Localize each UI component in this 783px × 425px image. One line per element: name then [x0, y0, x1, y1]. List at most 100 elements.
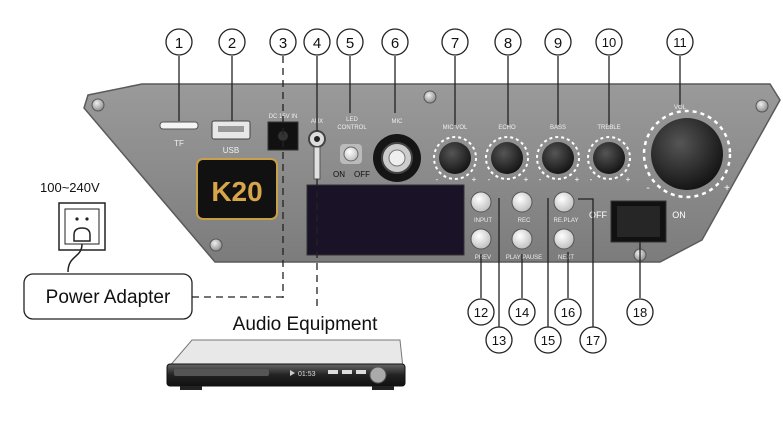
callout-4: 4	[303, 28, 331, 56]
knob-minus: -	[590, 175, 593, 184]
button-cap	[511, 228, 533, 250]
button-label: PLAY PAUSE	[506, 255, 542, 261]
knob-treble[interactable]: TREBLE - +	[587, 125, 631, 184]
button-cap	[553, 191, 575, 213]
callout-number: 10	[602, 35, 616, 50]
screw	[755, 99, 769, 113]
usb-label: USB	[223, 146, 239, 155]
callout-circle	[508, 298, 536, 326]
knob-minus: -	[436, 175, 439, 184]
mic-label: MIC	[392, 119, 404, 125]
knob-body	[439, 142, 471, 174]
callout-circle	[595, 28, 623, 56]
k20-logo: K20	[211, 176, 262, 207]
callout-6: 6	[381, 28, 409, 56]
dvd-disc-tray	[174, 369, 269, 376]
voltage-label: 100~240V	[40, 180, 100, 195]
callout-circle	[381, 28, 409, 56]
callout-number: 1	[175, 35, 183, 52]
button-label: REC	[518, 218, 531, 224]
callout-circle	[269, 28, 297, 56]
callout-number: 15	[541, 333, 555, 348]
knob-vol[interactable]: VOL - +	[642, 105, 732, 199]
knob-plus: +	[524, 175, 529, 184]
knob-label: ECHO	[498, 125, 516, 131]
button-label: NEXT	[558, 255, 574, 261]
callout-circle	[485, 326, 513, 354]
callout-circle	[666, 28, 694, 56]
knob-label: VOL	[674, 105, 687, 111]
outlet-hole	[85, 217, 89, 221]
callout-circle	[165, 28, 193, 56]
dvd-control-button	[342, 370, 352, 374]
knob-bass[interactable]: BASS - +	[536, 125, 580, 184]
aux-cable-plug	[313, 146, 321, 180]
dvd-volume-knob	[369, 366, 387, 384]
callout-3: 3	[269, 28, 297, 56]
dc-in-hole	[278, 131, 288, 141]
play-icon	[290, 370, 295, 376]
power-cord	[67, 243, 83, 273]
callout-number: 7	[451, 35, 459, 52]
button-rec[interactable]: REC	[511, 191, 533, 224]
knob-mic-vol[interactable]: MIC VOL - +	[433, 125, 477, 184]
power-off-label: OFF	[589, 210, 607, 220]
knob-body	[593, 142, 625, 174]
callout-number: 9	[554, 35, 562, 52]
callout-16: 16	[554, 298, 582, 326]
button-cap	[470, 228, 492, 250]
callout-18: 18	[626, 298, 654, 326]
dvd-display: 01:53	[298, 371, 316, 378]
callout-circle	[554, 298, 582, 326]
aux-jack-hole	[314, 136, 320, 142]
callout-15: 15	[534, 326, 562, 354]
knob-echo[interactable]: ECHO - +	[485, 125, 529, 184]
callout-17: 17	[579, 326, 607, 354]
button-play-pause[interactable]: PLAY PAUSE	[506, 228, 542, 261]
callout-number: 5	[346, 35, 354, 52]
knob-body	[651, 118, 723, 190]
callout-number: 3	[279, 35, 287, 52]
knob-plus: +	[575, 175, 580, 184]
led-control-button[interactable]	[343, 146, 359, 162]
callout-circle	[626, 298, 654, 326]
wall-outlet-face	[64, 208, 100, 245]
callout-number: 6	[391, 35, 399, 52]
callout-number: 17	[586, 333, 600, 348]
dvd-control-button	[328, 370, 338, 374]
button-next[interactable]: NEXT	[553, 228, 575, 261]
tf-slot[interactable]	[159, 121, 199, 130]
knob-minus: -	[646, 183, 649, 194]
callout-circle	[534, 326, 562, 354]
knob-label: TREBLE	[597, 125, 620, 131]
knob-dial-ring	[485, 136, 529, 180]
callout-circle	[579, 326, 607, 354]
knob-body	[542, 142, 574, 174]
knob-dial-ring	[642, 109, 732, 199]
callout-number: 8	[504, 35, 512, 52]
button-input[interactable]: INPUT	[470, 191, 492, 224]
button-prev[interactable]: PREV	[470, 228, 492, 261]
led-on-label: ON	[333, 170, 345, 179]
button-replay[interactable]: RE.PLAY	[553, 191, 579, 224]
callout-number: 13	[492, 333, 506, 348]
led-control-label-1: LED	[346, 117, 358, 123]
knob-dial-ring	[433, 136, 477, 180]
screw	[209, 238, 223, 252]
power-on-label: ON	[672, 210, 686, 220]
callout-number: 16	[561, 305, 575, 320]
callout-number: 14	[515, 305, 529, 320]
button-cap	[553, 228, 575, 250]
callout-number: 2	[228, 35, 236, 52]
callout-circle	[218, 28, 246, 56]
callout-14: 14	[508, 298, 536, 326]
knob-label: MIC VOL	[443, 125, 468, 131]
led-off-label: OFF	[354, 170, 370, 179]
knob-dial-ring	[587, 136, 631, 180]
mic-jack-hole	[388, 149, 406, 167]
callout-5: 5	[336, 28, 364, 56]
power-plug-icon	[73, 227, 91, 242]
knob-label: BASS	[550, 125, 566, 131]
usb-port-inner	[218, 126, 244, 132]
